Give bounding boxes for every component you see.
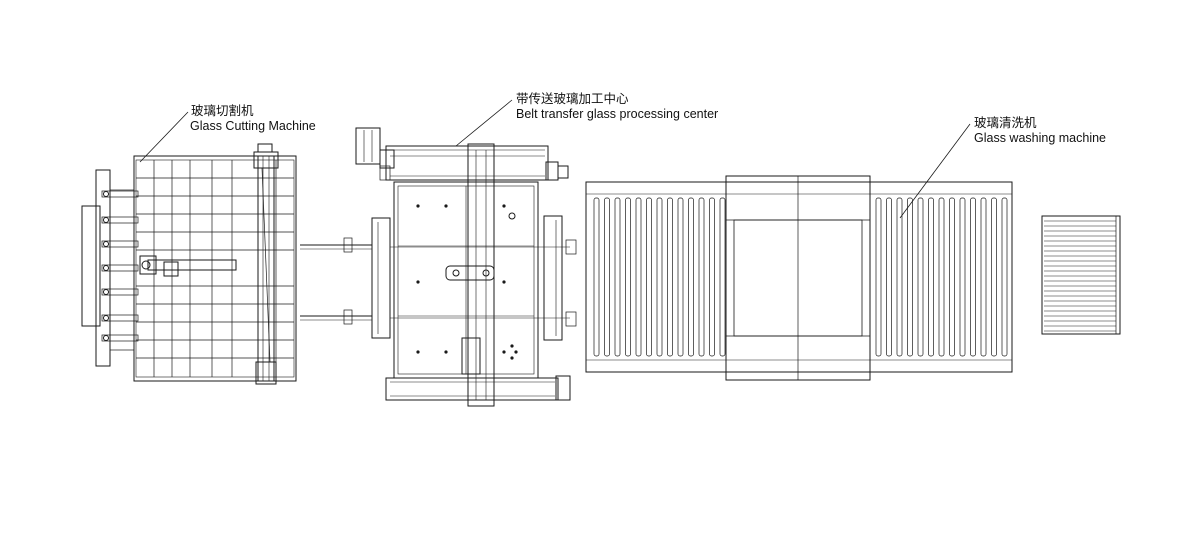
clamp bbox=[101, 240, 139, 248]
roller bbox=[593, 197, 600, 357]
outlet-rack-frame bbox=[1041, 215, 1121, 335]
processing-head bbox=[445, 265, 495, 281]
roller bbox=[677, 197, 684, 357]
roller bbox=[917, 197, 924, 357]
suction-marker bbox=[416, 350, 420, 354]
roller bbox=[635, 197, 642, 357]
roller bbox=[698, 197, 705, 357]
roller bbox=[959, 197, 966, 357]
label-processing-en: Belt transfer glass processing center bbox=[516, 107, 719, 121]
suction-marker bbox=[444, 204, 448, 208]
cutting-head-rod bbox=[147, 259, 237, 271]
suction-marker bbox=[416, 280, 420, 284]
belt-transfer-processing-center bbox=[300, 127, 577, 407]
roller bbox=[928, 197, 934, 357]
roller bbox=[949, 197, 955, 357]
clamp bbox=[101, 288, 139, 296]
roller bbox=[886, 197, 892, 357]
cutting-bridge bbox=[257, 155, 275, 382]
clamp bbox=[101, 216, 139, 224]
processing-gantry bbox=[467, 143, 495, 407]
outlet-rack-slats bbox=[1044, 220, 1116, 332]
leader-line-processing bbox=[455, 99, 513, 147]
leader-line-washing bbox=[899, 123, 971, 219]
clamp bbox=[101, 334, 139, 342]
roller bbox=[625, 197, 631, 357]
label-washing-en: Glass washing machine bbox=[974, 131, 1107, 145]
leader-line-cutting bbox=[139, 111, 189, 163]
loading-clamps bbox=[101, 190, 139, 342]
clamp bbox=[101, 314, 139, 322]
suction-marker bbox=[514, 350, 518, 354]
clamp-pin bbox=[103, 315, 109, 321]
roller bbox=[875, 197, 882, 357]
suction-marker bbox=[416, 204, 420, 208]
roller bbox=[667, 197, 673, 357]
clamp-pin bbox=[103, 217, 109, 223]
roller bbox=[614, 197, 621, 357]
roller bbox=[1001, 197, 1008, 357]
roller bbox=[646, 197, 652, 357]
roller bbox=[656, 197, 663, 357]
roller bbox=[719, 197, 726, 357]
bottom-rail bbox=[385, 377, 559, 401]
glass-washing-machine bbox=[585, 175, 1013, 381]
label-cutting-en: Glass Cutting Machine bbox=[190, 119, 316, 133]
cutting-table-frame bbox=[133, 155, 297, 382]
suction-marker bbox=[502, 280, 506, 284]
roller bbox=[907, 197, 913, 357]
roller bbox=[709, 197, 715, 357]
suction-marker bbox=[502, 350, 506, 354]
roller bbox=[688, 197, 694, 357]
roller bbox=[938, 197, 945, 357]
roller bbox=[980, 197, 987, 357]
control-panel bbox=[355, 127, 381, 165]
clamp-pin bbox=[103, 191, 109, 197]
suction-marker bbox=[510, 356, 514, 360]
suction-cup-markers bbox=[416, 204, 518, 360]
glass-cutting-machine bbox=[81, 143, 297, 385]
roller bbox=[970, 197, 976, 357]
washer-rollers-inlet bbox=[593, 197, 726, 357]
label-cutting-zh: 玻璃切割机 bbox=[191, 104, 254, 118]
suction-marker bbox=[444, 350, 448, 354]
suction-marker bbox=[510, 344, 514, 348]
clamp bbox=[101, 264, 139, 272]
roller bbox=[896, 197, 903, 357]
cutting-table-bars bbox=[136, 177, 294, 359]
processing-table bbox=[393, 181, 539, 379]
clamp-pin bbox=[103, 265, 109, 271]
clamp-pin bbox=[103, 335, 109, 341]
clamp-pin bbox=[103, 241, 109, 247]
label-washing-zh: 玻璃清洗机 bbox=[974, 116, 1037, 130]
clamp-pin bbox=[103, 289, 109, 295]
suction-marker bbox=[502, 204, 506, 208]
washer-rollers-outlet bbox=[875, 197, 1008, 357]
top-rail bbox=[385, 145, 549, 181]
roller bbox=[604, 197, 610, 357]
right-belt-conveyor bbox=[543, 215, 563, 341]
washer-frame bbox=[585, 181, 1013, 373]
clamp bbox=[101, 190, 139, 198]
label-processing-zh: 带传送玻璃加工中心 bbox=[516, 92, 629, 106]
outlet-rack bbox=[1041, 215, 1121, 335]
roller bbox=[991, 197, 997, 357]
left-belt-conveyor bbox=[371, 217, 391, 339]
